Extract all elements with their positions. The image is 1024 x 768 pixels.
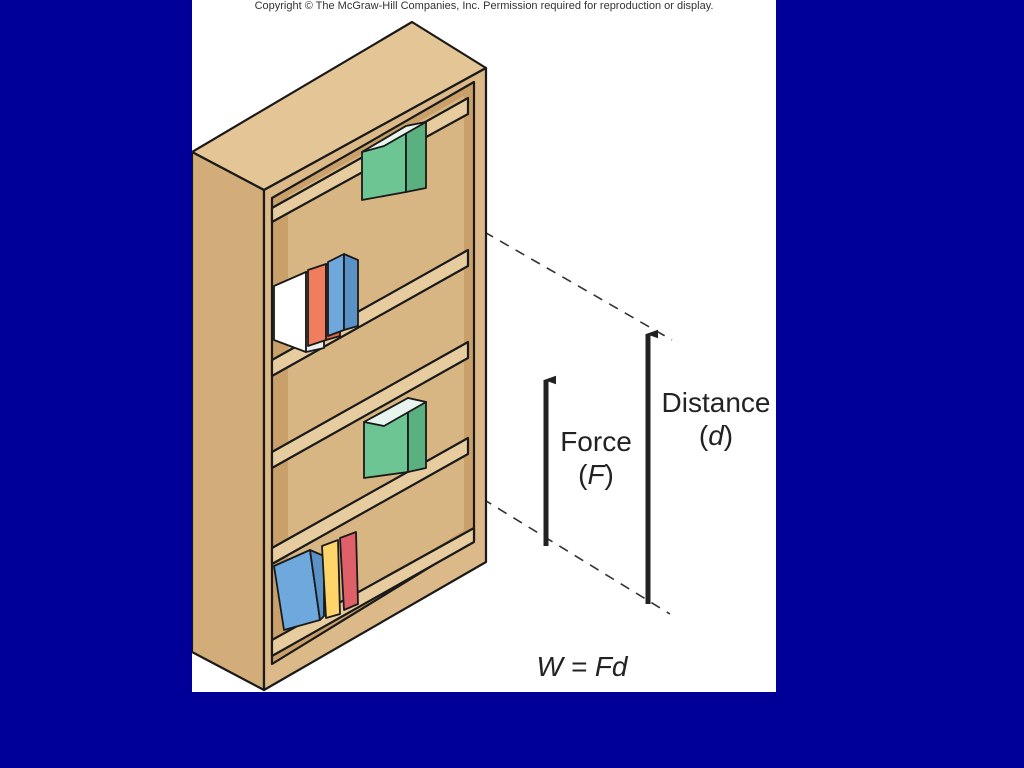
book-red bbox=[339, 531, 359, 611]
figure-panel: Copyright © The McGraw-Hill Companies, I… bbox=[192, 0, 776, 692]
bookcase-work-diagram bbox=[192, 20, 673, 692]
book-green-lower bbox=[363, 397, 427, 479]
bookcase bbox=[192, 20, 488, 692]
distance-symbol: d bbox=[708, 420, 724, 451]
force-word: Force bbox=[560, 426, 632, 457]
book-green-top bbox=[361, 121, 427, 201]
distance-word: Distance bbox=[661, 387, 771, 418]
force-symbol: F bbox=[587, 459, 605, 490]
distance-symbol-line: (d) bbox=[698, 420, 734, 451]
bookcase-side bbox=[192, 150, 266, 692]
copyright-notice: Copyright © The McGraw-Hill Companies, I… bbox=[254, 0, 714, 12]
dashed-guide-lines bbox=[421, 195, 673, 615]
book-yellow bbox=[321, 539, 341, 619]
work-equation: W = Fd bbox=[536, 651, 628, 682]
book-blue-bottom bbox=[273, 549, 325, 631]
book-blue-mid bbox=[327, 253, 359, 337]
books bbox=[273, 121, 427, 631]
force-symbol-line: (F) bbox=[578, 459, 614, 490]
distance-label: Distance (d) bbox=[656, 386, 776, 452]
force-label: Force (F) bbox=[554, 425, 638, 491]
